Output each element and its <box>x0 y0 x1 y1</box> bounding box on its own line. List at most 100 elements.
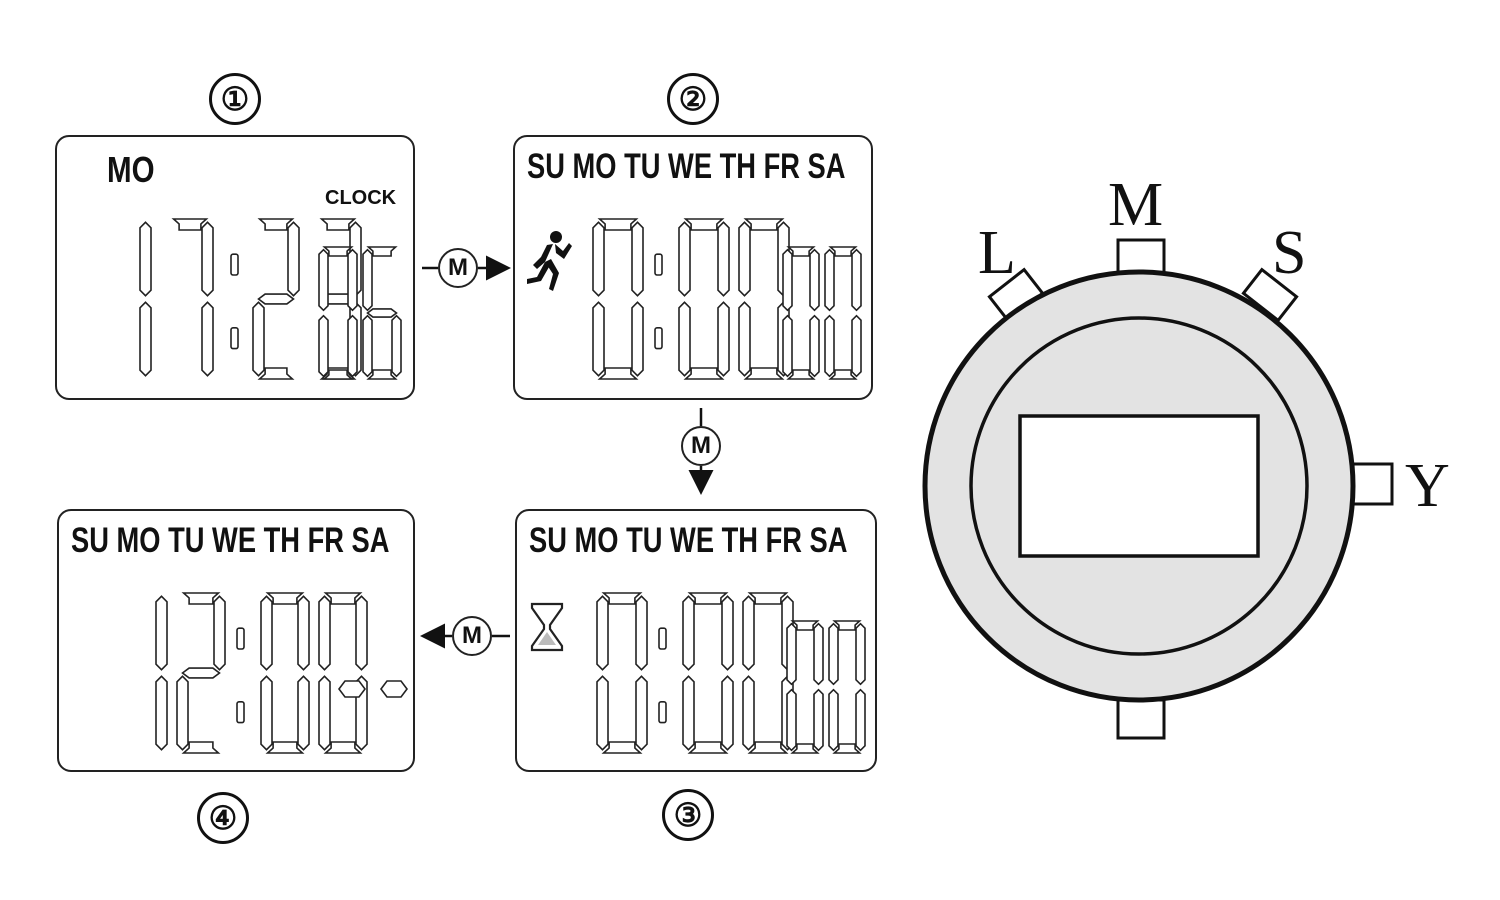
lcd-segment <box>813 622 824 686</box>
lcd-digit-0 <box>828 620 866 754</box>
lcd-segment <box>596 595 609 671</box>
lcd-segment <box>287 221 300 297</box>
lcd-segment <box>824 314 835 378</box>
lcd-segment <box>391 314 402 378</box>
lcd-segment <box>678 221 691 297</box>
lcd-segment <box>257 293 295 305</box>
lcd-segment <box>747 592 789 605</box>
lcd-segment <box>743 218 785 231</box>
mode-button-1-to-2: M <box>438 248 478 288</box>
countdown-digits <box>596 592 866 754</box>
lcd-segment <box>832 620 862 631</box>
lcd-segment <box>813 688 824 752</box>
lcd-digit-0 <box>260 592 310 754</box>
lcd-segment <box>682 595 695 671</box>
clock-digits <box>139 218 402 380</box>
lcd-segment <box>318 595 331 671</box>
weekday-label: MO <box>107 149 155 190</box>
step-3-label: ③ <box>662 789 714 841</box>
lcd-segment <box>596 675 609 751</box>
step-1-label: ① <box>209 73 261 125</box>
lcd-digit-2 <box>176 592 226 754</box>
lcd-segment <box>828 369 858 380</box>
lcd-digit-1 <box>139 221 152 377</box>
lcd-colon <box>658 701 667 724</box>
lcd-segment <box>721 675 734 751</box>
lcd-segment <box>747 741 789 754</box>
weekdays-row: SU MO TU WE TH FR SA <box>529 521 848 560</box>
lcd-segment <box>213 595 226 671</box>
lcd-segment <box>323 741 363 754</box>
lcd-segment <box>786 246 816 257</box>
lcd-segment <box>678 301 691 377</box>
weekdays-row: SU MO TU WE TH FR SA <box>527 147 846 186</box>
runner-icon <box>527 231 572 291</box>
weekdays-row: SU MO TU WE TH FR SA <box>71 521 390 560</box>
lcd-segment <box>687 741 729 754</box>
button-label-s: S <box>1272 219 1307 287</box>
lcd-segment <box>260 675 273 751</box>
lcd-segment <box>601 592 643 605</box>
lcd-segment <box>318 675 331 751</box>
clock-label: CLOCK <box>325 187 397 209</box>
lcd-segment <box>257 367 295 380</box>
lcd-segment <box>809 248 820 312</box>
lcd-segment <box>176 675 189 751</box>
lcd-segment <box>601 741 643 754</box>
lcd-segment <box>265 741 305 754</box>
lcd-segment <box>297 675 310 751</box>
lcd-segment <box>851 248 862 312</box>
lcd-segment <box>683 367 725 380</box>
alarm-digits <box>155 592 408 754</box>
button-label-m: M <box>1108 171 1164 239</box>
alarm-display-panel: SU MO TU WE TH FR SA <box>57 509 415 772</box>
lcd-segment <box>181 741 221 754</box>
lcd-segment <box>782 314 793 378</box>
lcd-segment <box>790 620 820 631</box>
lcd-segment <box>318 314 329 378</box>
step-4-label: ④ <box>197 792 249 844</box>
lcd-segment <box>597 218 639 231</box>
lcd-segment <box>743 367 785 380</box>
lcd-colon <box>654 327 663 350</box>
lcd-segment <box>824 248 835 312</box>
lcd-segment <box>181 592 221 605</box>
lcd-segment <box>597 367 639 380</box>
lcd-segment <box>828 688 839 752</box>
lcd-colon <box>230 253 239 276</box>
lcd-segment <box>347 314 358 378</box>
lcd-digit-0 <box>596 592 648 754</box>
lcd-segment <box>347 248 358 312</box>
mode-button-2-to-3: M <box>681 426 721 466</box>
button-label-l: L <box>978 219 1016 287</box>
lcd-segment <box>786 369 816 380</box>
lcd-segment <box>592 221 605 297</box>
lcd-digit-0 <box>318 246 358 380</box>
lcd-digit-0 <box>682 592 734 754</box>
lcd-segment <box>809 314 820 378</box>
lcd-dash-segment <box>338 680 366 698</box>
lcd-segment <box>687 592 729 605</box>
lcd-segment <box>631 221 644 297</box>
lcd-digit-0 <box>786 620 824 754</box>
lcd-digit-0 <box>782 246 820 380</box>
lcd-segment <box>855 622 866 686</box>
lcd-segment <box>786 622 797 686</box>
lcd-segment <box>323 592 363 605</box>
lcd-dash-segment <box>380 680 408 698</box>
lcd-segment <box>322 246 354 257</box>
lcd-segment <box>366 369 398 380</box>
lcd-segment <box>366 246 398 257</box>
lcd-digit-0 <box>592 218 644 380</box>
lcd-digit-0 <box>678 218 730 380</box>
lcd-segment <box>592 301 605 377</box>
lcd-segment <box>257 218 295 231</box>
button-label-y: Y <box>1405 452 1450 520</box>
lcd-segment <box>139 221 152 297</box>
lcd-segment <box>319 218 357 231</box>
lcd-segment <box>828 622 839 686</box>
lcd-digit-1 <box>155 595 168 751</box>
lcd-segment <box>155 675 168 751</box>
